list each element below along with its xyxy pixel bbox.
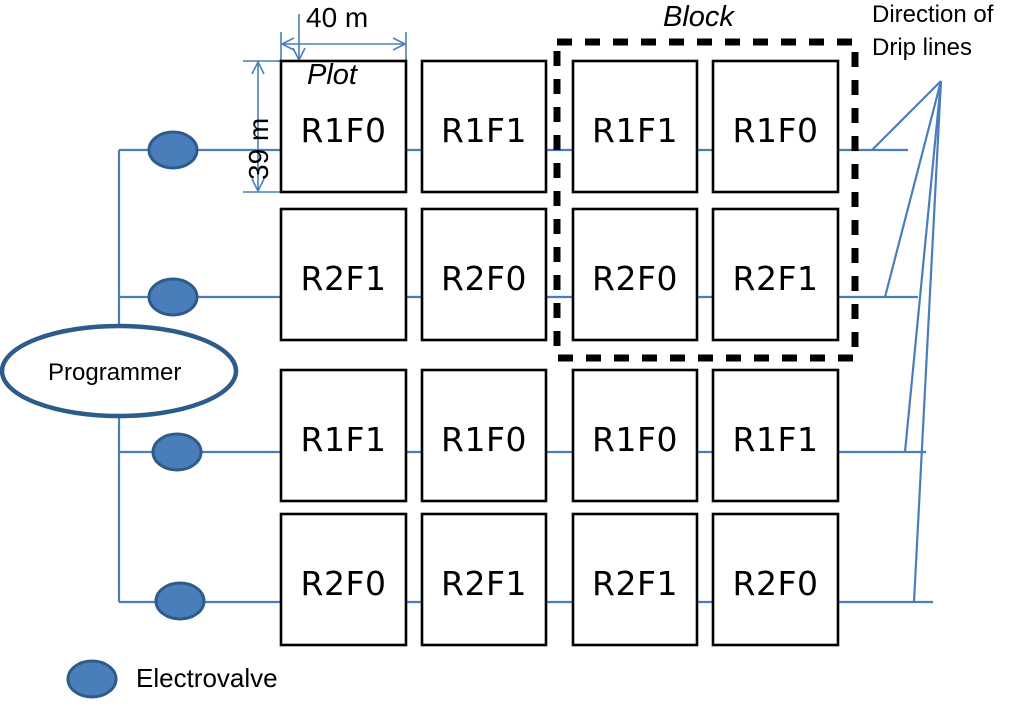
plot-rect[interactable] — [571, 59, 699, 194]
plot-cell-label: R1F0 — [732, 111, 819, 151]
block-caption: Block — [663, 1, 734, 33]
plot-rect[interactable] — [571, 368, 699, 503]
plot-cell-label: R1F0 — [592, 420, 678, 460]
programmer-label: Programmer — [48, 359, 182, 386]
drip-direction-line-4 — [912, 80, 943, 603]
electrovalve-group — [147, 130, 206, 621]
plot-cell-label: R1F1 — [300, 420, 387, 460]
dim-arrowhead-bottom — [251, 178, 265, 193]
block-boundary-dashed — [553, 38, 859, 362]
plot-cell-label: R2F0 — [592, 259, 678, 299]
dim-arrowhead-right — [392, 37, 407, 51]
plot-rect[interactable] — [420, 207, 548, 342]
plot-rect[interactable] — [571, 512, 699, 647]
width-dimension-label: 40 m — [306, 2, 369, 33]
plot-cell-label: R2F1 — [300, 259, 387, 299]
electrovalve-icon[interactable] — [147, 277, 199, 317]
plot-cell-label: R2F1 — [441, 564, 527, 604]
legend-electrovalve-label: Electrovalve — [136, 663, 278, 693]
plot-cell-label: R2F1 — [592, 564, 678, 604]
plot-cell-label: R1F1 — [592, 111, 678, 151]
drip-direction-line-2 — [883, 80, 943, 298]
plot-caption: Plot — [307, 59, 357, 91]
plot-grid — [279, 59, 840, 647]
electrovalve-icon[interactable] — [154, 581, 206, 621]
drip-direction-line-1 — [871, 80, 942, 151]
plot-rect[interactable] — [711, 368, 840, 503]
plot-cell-label: R2F0 — [732, 564, 819, 604]
legend-electrovalve-icon — [66, 659, 118, 699]
height-dimension-label: 39 m — [243, 117, 274, 180]
drip-direction-note-line2: Drip lines — [872, 34, 973, 61]
drip-direction-note-line1: Direction of — [872, 1, 994, 28]
electrovalve-icon[interactable] — [151, 432, 203, 472]
plot-cell-label: R2F0 — [441, 259, 527, 299]
plot-rect[interactable] — [571, 207, 699, 342]
dim-arrowhead-top — [251, 60, 265, 75]
plot-rect[interactable] — [420, 512, 548, 647]
plot-rect[interactable] — [711, 59, 840, 194]
plot-rect[interactable] — [279, 512, 408, 647]
plot-rect[interactable] — [711, 512, 840, 647]
plot-rect[interactable] — [279, 207, 408, 342]
programmer-ellipse[interactable] — [0, 323, 239, 419]
plot-rect[interactable] — [279, 368, 408, 503]
plot-rect[interactable] — [279, 59, 408, 194]
plot-cell-label: R2F1 — [732, 259, 819, 299]
plot-rect[interactable] — [420, 368, 548, 503]
drip-direction-line-3 — [903, 80, 943, 453]
plot-cell-label: R1F1 — [441, 111, 527, 151]
plot-rect[interactable] — [420, 59, 548, 194]
dim-arrowhead-left — [280, 37, 295, 51]
plot-cell-label: R1F0 — [300, 111, 387, 151]
electrovalve-icon[interactable] — [147, 130, 199, 170]
plot-cell-label: R1F1 — [732, 420, 819, 460]
plot-cell-label: R1F0 — [441, 420, 527, 460]
plot-cell-label: R2F0 — [300, 564, 387, 604]
plot-rect[interactable] — [711, 207, 840, 342]
